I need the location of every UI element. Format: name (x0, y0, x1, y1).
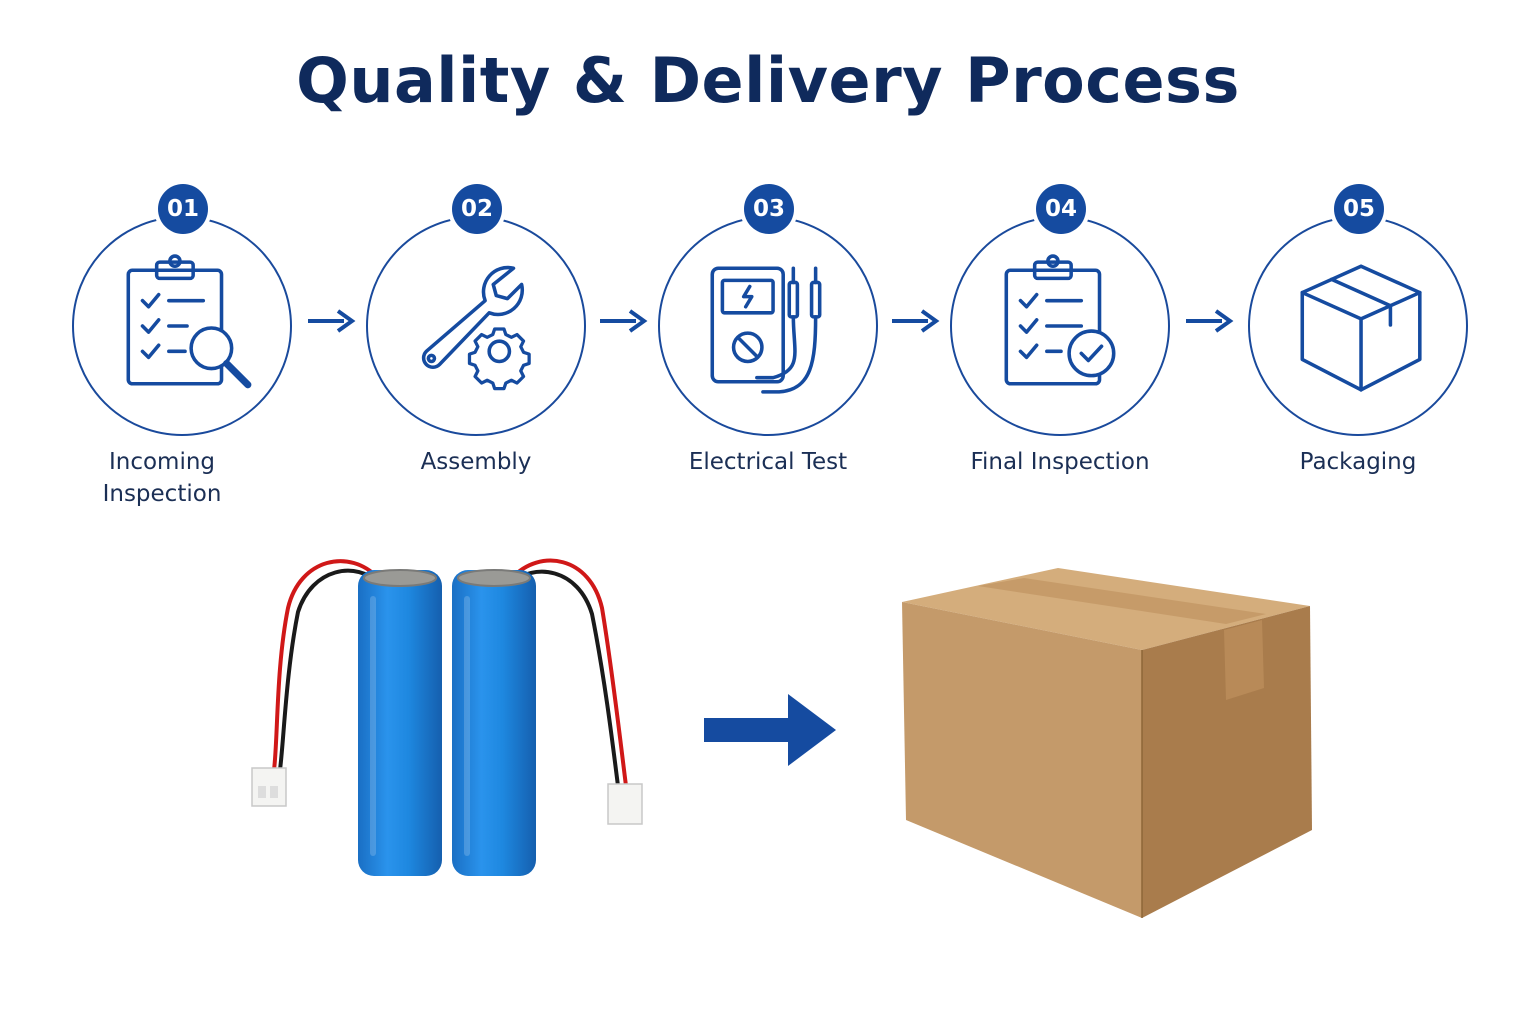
arrow-right-icon (600, 309, 648, 333)
step-label: Electrical Test (688, 449, 848, 475)
box-icon (1300, 264, 1422, 392)
step-number-badge: 04 (1036, 184, 1086, 234)
step-circle (658, 216, 878, 436)
page-title: Quality & Delivery Process (296, 44, 1240, 117)
step-number-badge: 03 (744, 184, 794, 234)
battery-pack-image (251, 558, 643, 876)
step-number-badge: 05 (1334, 184, 1384, 234)
step-label: Incoming Inspection (102, 449, 222, 507)
step-label: Packaging (1299, 449, 1417, 475)
step-number-badge: 02 (452, 184, 502, 234)
step-label: Final Inspection (970, 449, 1150, 475)
step-number-badge: 01 (158, 184, 208, 234)
wrench-gear-icon (421, 265, 531, 391)
arrow-right-icon (1186, 309, 1234, 333)
multimeter-icon (710, 266, 822, 394)
step-label: Assembly (420, 449, 532, 475)
cardboard-box-image (902, 568, 1312, 918)
step-circle (1248, 216, 1468, 436)
clipboard-search-icon (126, 254, 252, 389)
arrow-right-large-icon (704, 694, 836, 766)
arrow-right-icon (308, 309, 356, 333)
clipboard-check-icon (1004, 254, 1116, 386)
arrow-right-icon (892, 309, 940, 333)
